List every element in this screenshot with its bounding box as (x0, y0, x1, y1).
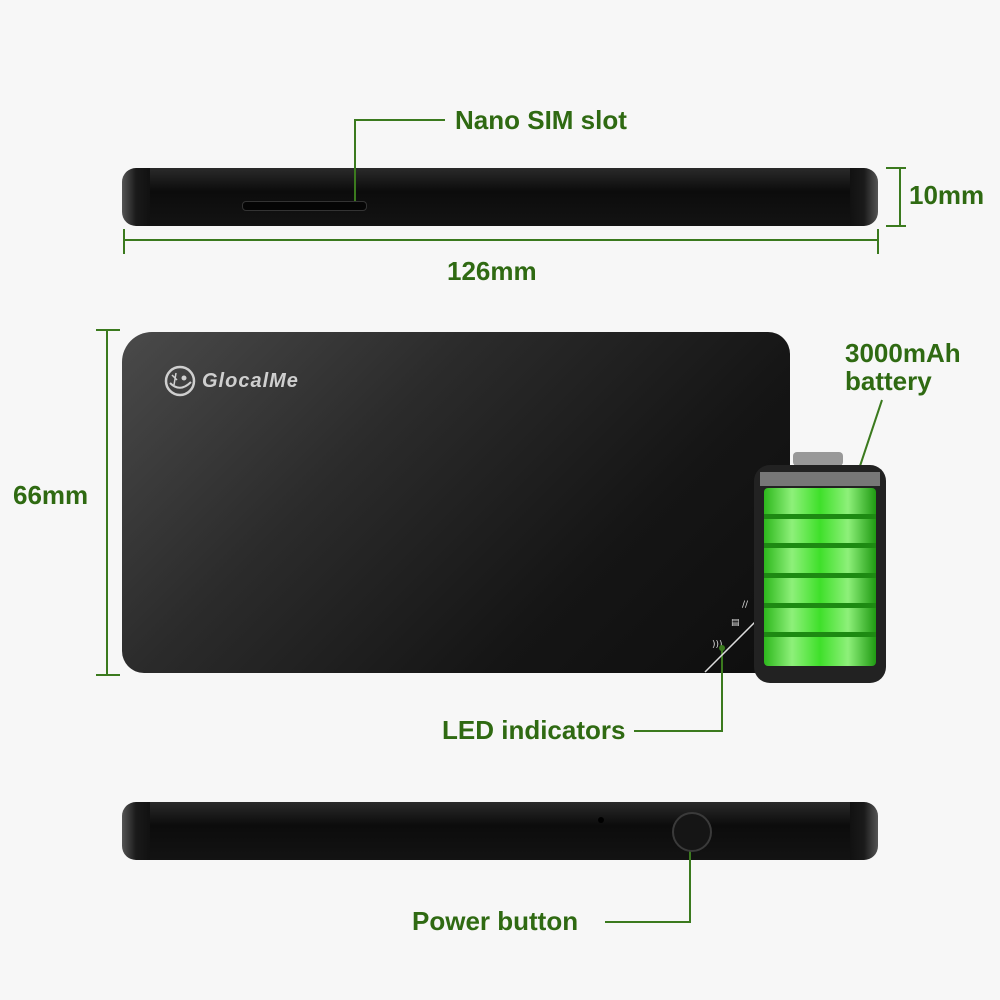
width-label: 66mm (13, 480, 89, 510)
thickness-label: 10mm (909, 180, 985, 210)
device-bottom-edge (122, 802, 878, 860)
brand-logo: GlocalMe (164, 365, 299, 397)
led-indicator-strip (704, 621, 756, 673)
brand-name: GlocalMe (202, 369, 299, 392)
led-indicators-label: LED indicators (442, 715, 626, 745)
pin-hole (598, 817, 604, 823)
battery-capacity-label: 3000mAh (845, 338, 961, 368)
battery-word-label: battery (845, 366, 932, 396)
sim-slot (242, 201, 367, 211)
width-dimension-line (96, 329, 120, 676)
globe-logo-icon (164, 365, 196, 397)
sim-slot-label: Nano SIM slot (455, 105, 627, 135)
power-button (672, 812, 712, 852)
thickness-bracket (886, 167, 906, 227)
length-label: 126mm (447, 256, 537, 286)
power-button-label: Power button (412, 906, 579, 936)
length-dimension-line (123, 229, 879, 254)
sim-led-icon: ▤ (731, 618, 740, 628)
wifi-led-icon: ))) (712, 640, 723, 650)
led-leader-line (634, 648, 723, 732)
device-front: GlocalMe (122, 332, 790, 673)
device-top-edge (122, 168, 878, 226)
battery-illustration (754, 452, 886, 683)
power-leader-line (605, 846, 691, 923)
sim-leader-line (354, 119, 445, 205)
signal-led-icon: // (742, 600, 749, 610)
battery-leader-line (859, 399, 883, 467)
